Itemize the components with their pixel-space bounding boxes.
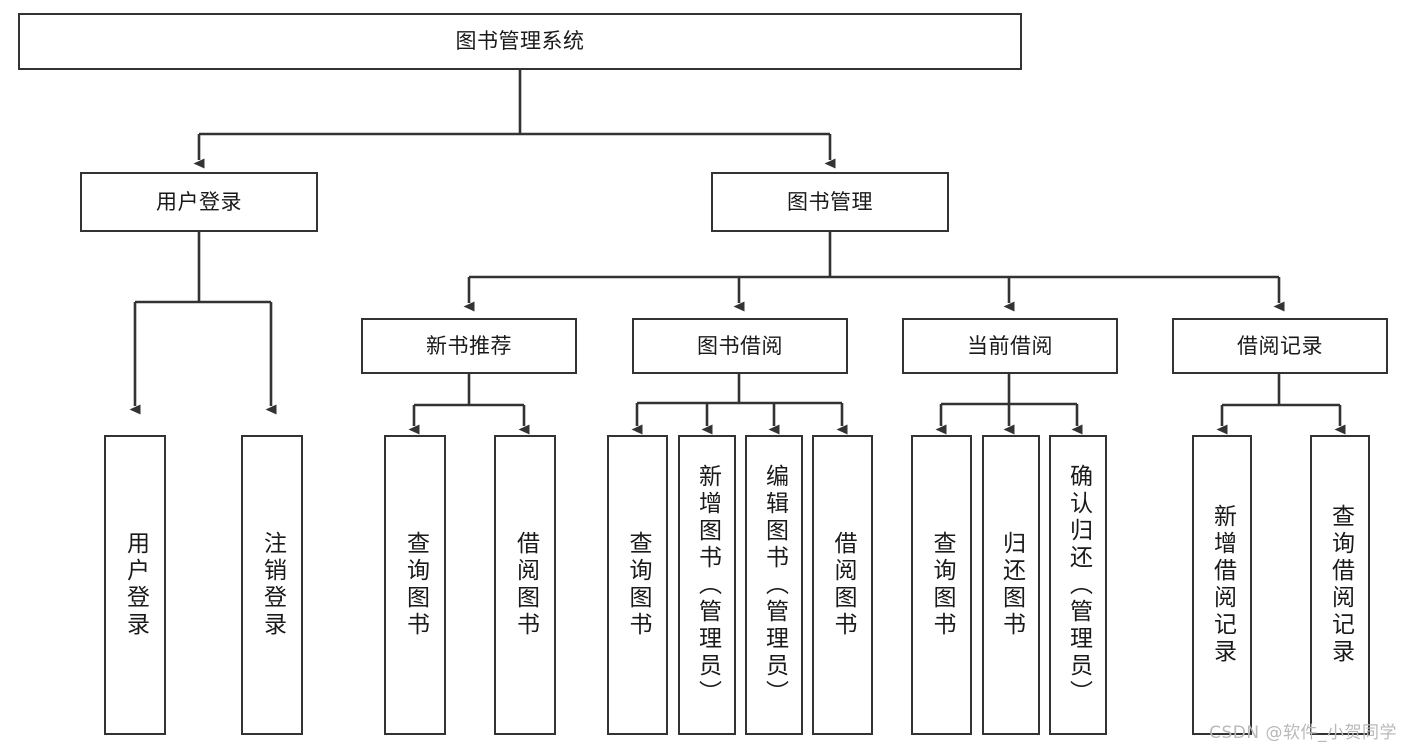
- node-leaf-user-login[interactable]: 用户登录: [104, 435, 166, 735]
- node-book-manage-label: 图书管理: [787, 189, 873, 214]
- node-leaf-return-book-label: 归还图书: [998, 531, 1025, 639]
- node-book-borrow-label: 图书借阅: [697, 333, 783, 358]
- node-leaf-return-book[interactable]: 归还图书: [982, 435, 1040, 735]
- node-user-login-label: 用户登录: [156, 189, 242, 214]
- node-current-borrow-label: 当前借阅: [967, 333, 1053, 358]
- node-leaf-add-record-label: 新增借阅记录: [1209, 504, 1236, 666]
- node-leaf-confirm-return[interactable]: 确认归还（管理员）: [1049, 435, 1107, 735]
- node-leaf-add-book-label: 新增图书（管理员）: [694, 463, 721, 707]
- node-leaf-query-book-1[interactable]: 查询图书: [384, 435, 446, 735]
- node-leaf-add-record[interactable]: 新增借阅记录: [1192, 435, 1252, 735]
- node-book-borrow[interactable]: 图书借阅: [632, 318, 848, 374]
- node-leaf-borrow-book-2[interactable]: 借阅图书: [812, 435, 873, 735]
- node-root-label: 图书管理系统: [455, 29, 585, 54]
- node-leaf-logout-label: 注销登录: [259, 531, 286, 639]
- node-leaf-query-book-3-label: 查询图书: [929, 531, 955, 639]
- node-leaf-logout[interactable]: 注销登录: [241, 435, 303, 735]
- node-borrow-record-label: 借阅记录: [1237, 333, 1323, 358]
- node-book-manage[interactable]: 图书管理: [711, 172, 949, 232]
- node-leaf-borrow-book-2-label: 借阅图书: [830, 531, 856, 639]
- node-leaf-edit-book[interactable]: 编辑图书（管理员）: [745, 435, 803, 735]
- node-leaf-add-book[interactable]: 新增图书（管理员）: [678, 435, 736, 735]
- node-leaf-query-book-3[interactable]: 查询图书: [911, 435, 972, 735]
- node-leaf-query-book-1-label: 查询图书: [402, 531, 429, 639]
- node-leaf-confirm-return-label: 确认归还（管理员）: [1065, 463, 1092, 707]
- node-leaf-user-login-label: 用户登录: [122, 531, 149, 639]
- node-user-login[interactable]: 用户登录: [80, 172, 318, 232]
- node-leaf-query-book-2-label: 查询图书: [625, 531, 651, 639]
- node-leaf-borrow-book-1[interactable]: 借阅图书: [494, 435, 556, 735]
- node-new-book-recommend-label: 新书推荐: [426, 333, 512, 358]
- watermark: CSDN @软件_小贺同学: [1209, 723, 1397, 743]
- node-leaf-query-record-label: 查询借阅记录: [1327, 504, 1354, 666]
- node-leaf-query-record[interactable]: 查询借阅记录: [1310, 435, 1370, 735]
- node-root[interactable]: 图书管理系统: [18, 13, 1022, 70]
- node-leaf-edit-book-label: 编辑图书（管理员）: [761, 463, 788, 707]
- node-new-book-recommend[interactable]: 新书推荐: [361, 318, 577, 374]
- node-current-borrow[interactable]: 当前借阅: [902, 318, 1118, 374]
- node-borrow-record[interactable]: 借阅记录: [1172, 318, 1388, 374]
- node-leaf-query-book-2[interactable]: 查询图书: [607, 435, 668, 735]
- node-leaf-borrow-book-1-label: 借阅图书: [512, 531, 539, 639]
